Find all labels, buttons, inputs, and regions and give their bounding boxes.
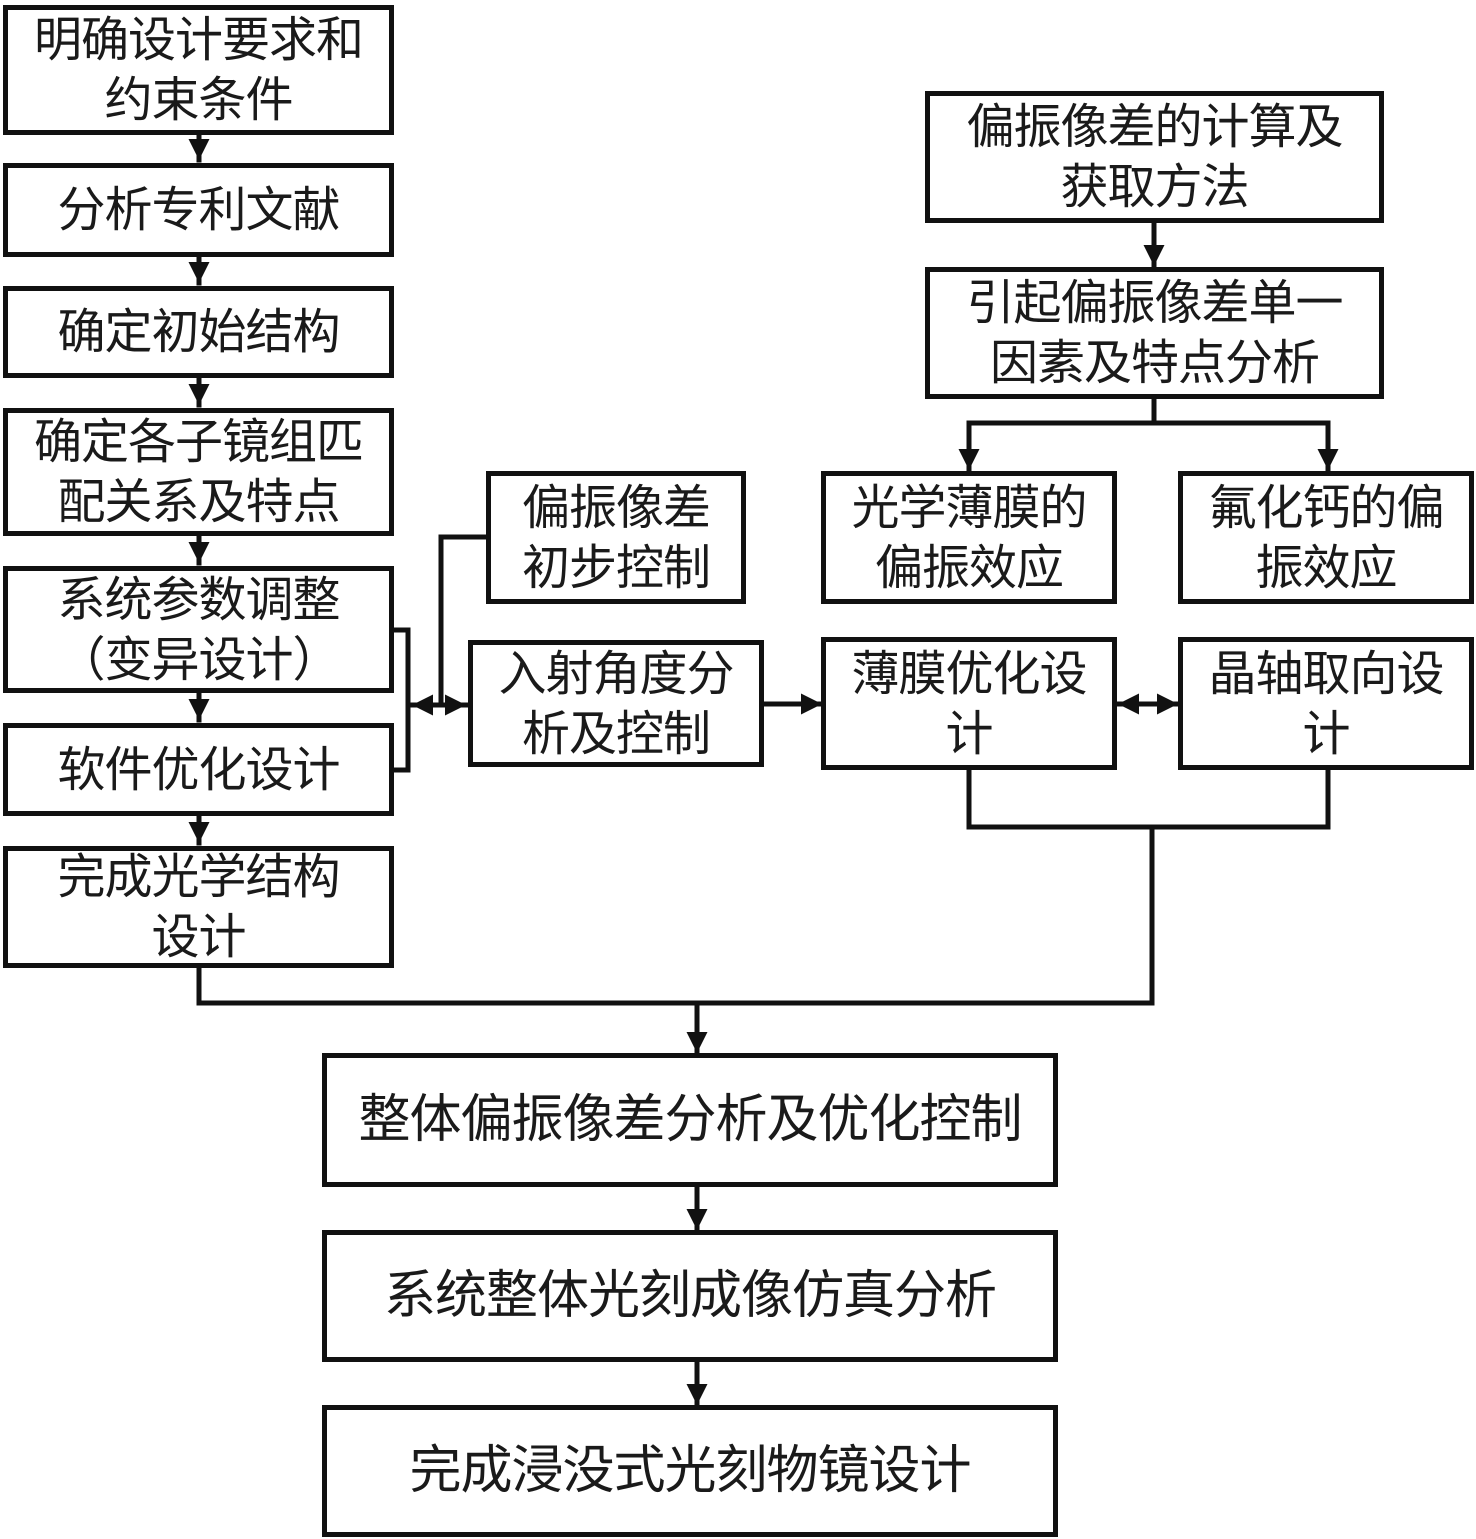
merge-r5-r6 xyxy=(966,765,1331,830)
node-define-requirements: 明确设计要求和 约束条件 xyxy=(3,5,394,135)
node-calculation-method: 偏振像差的计算及 获取方法 xyxy=(925,91,1384,223)
node-single-factor-analysis: 引起偏振像差单一 因素及特点分析 xyxy=(925,267,1384,399)
node-subgroup-matching: 确定各子镜组匹 配关系及特点 xyxy=(3,408,394,536)
bracket-n5-n6 xyxy=(389,627,411,773)
node-imaging-simulation: 系统整体光刻成像仿真分析 xyxy=(322,1230,1058,1362)
node-film-optimization: 薄膜优化设 计 xyxy=(821,637,1117,770)
node-preliminary-control: 偏振像差 初步控制 xyxy=(486,471,746,604)
node-thin-film-effect: 光学薄膜的 偏振效应 xyxy=(821,471,1117,604)
node-optical-structure-done: 完成光学结构 设计 xyxy=(3,846,394,968)
node-lens-design-complete: 完成浸没式光刻物镜设计 xyxy=(322,1405,1058,1537)
node-analyze-patents: 分析专利文献 xyxy=(3,163,394,257)
node-caf2-effect: 氟化钙的偏 振效应 xyxy=(1178,471,1474,604)
merge-bottom xyxy=(196,965,1155,1006)
node-crystal-axis-design: 晶轴取向设 计 xyxy=(1178,637,1474,770)
arrow-r2-r4 xyxy=(1151,420,1339,473)
node-incidence-angle: 入射角度分 析及控制 xyxy=(468,640,764,767)
line-to-p1 xyxy=(438,534,491,708)
node-overall-aberration-control: 整体偏振像差分析及优化控制 xyxy=(322,1053,1058,1187)
node-software-optimization: 软件优化设计 xyxy=(3,723,394,816)
node-initial-structure: 确定初始结构 xyxy=(3,286,394,378)
arrow-r2-r3 xyxy=(958,420,1157,473)
node-parameter-adjustment: 系统参数调整 （变异设计） xyxy=(3,566,394,693)
